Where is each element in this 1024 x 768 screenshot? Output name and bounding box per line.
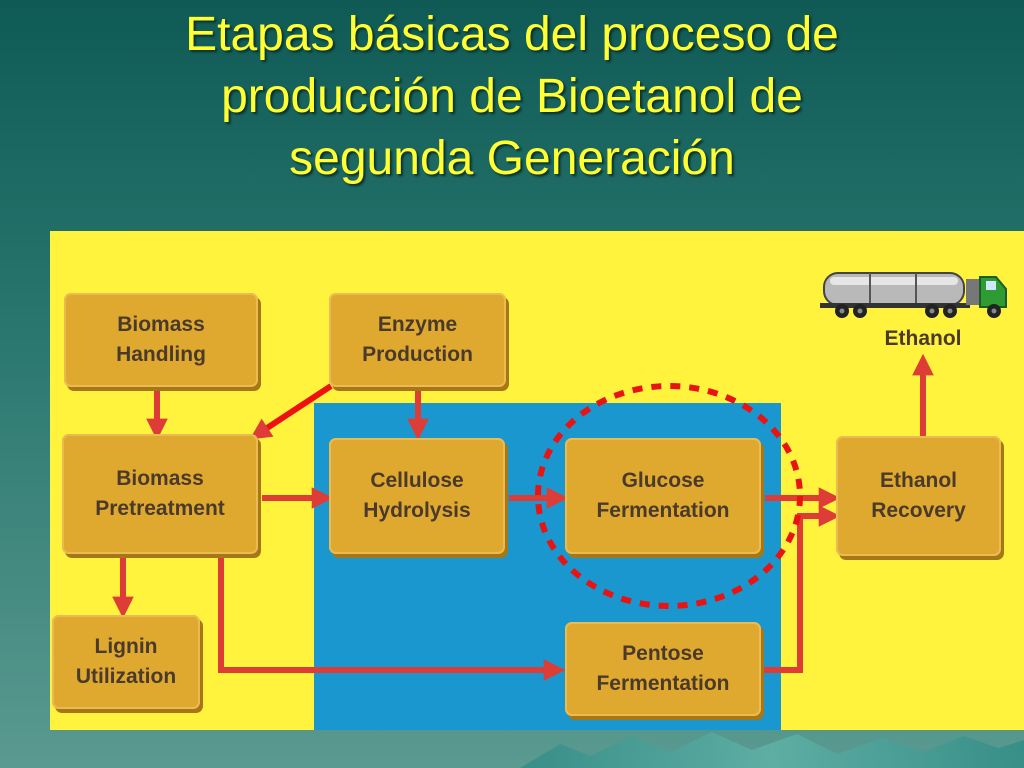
process-diagram: Biomass Handling Enzyme Production Bioma… [50, 231, 1024, 730]
decorative-wave [520, 732, 1024, 768]
box-cellulose-hydrolysis: Cellulose Hydrolysis [329, 438, 505, 554]
title-line-1: Etapas básicas del proceso de [185, 8, 839, 61]
box-pentose-fermentation: Pentose Fermentation [565, 622, 761, 716]
box-glucose-fermentation: Glucose Fermentation [565, 438, 761, 554]
slide-title: Etapas básicas del proceso de producción… [40, 4, 984, 190]
arrow-enzyme-to-pretreatment [249, 383, 333, 440]
box-biomass-handling: Biomass Handling [64, 293, 258, 387]
ethanol-label: Ethanol [884, 327, 962, 350]
title-line-3: segunda Generación [289, 132, 735, 185]
box-ethanol-recovery: Ethanol Recovery [836, 436, 1001, 556]
tanker-truck-icon [820, 272, 1007, 318]
box-enzyme-production: Enzyme Production [329, 293, 506, 387]
arrow-pentose-to-recovery [763, 505, 841, 673]
arrow-pretreatment-to-pentose [218, 558, 566, 681]
box-biomass-pretreatment: Biomass Pretreatment [62, 434, 258, 554]
flow-arrows [112, 353, 934, 681]
title-line-2: producción de Bioetanol de [221, 70, 803, 123]
box-lignin-utilization: Lignin Utilization [52, 615, 200, 709]
